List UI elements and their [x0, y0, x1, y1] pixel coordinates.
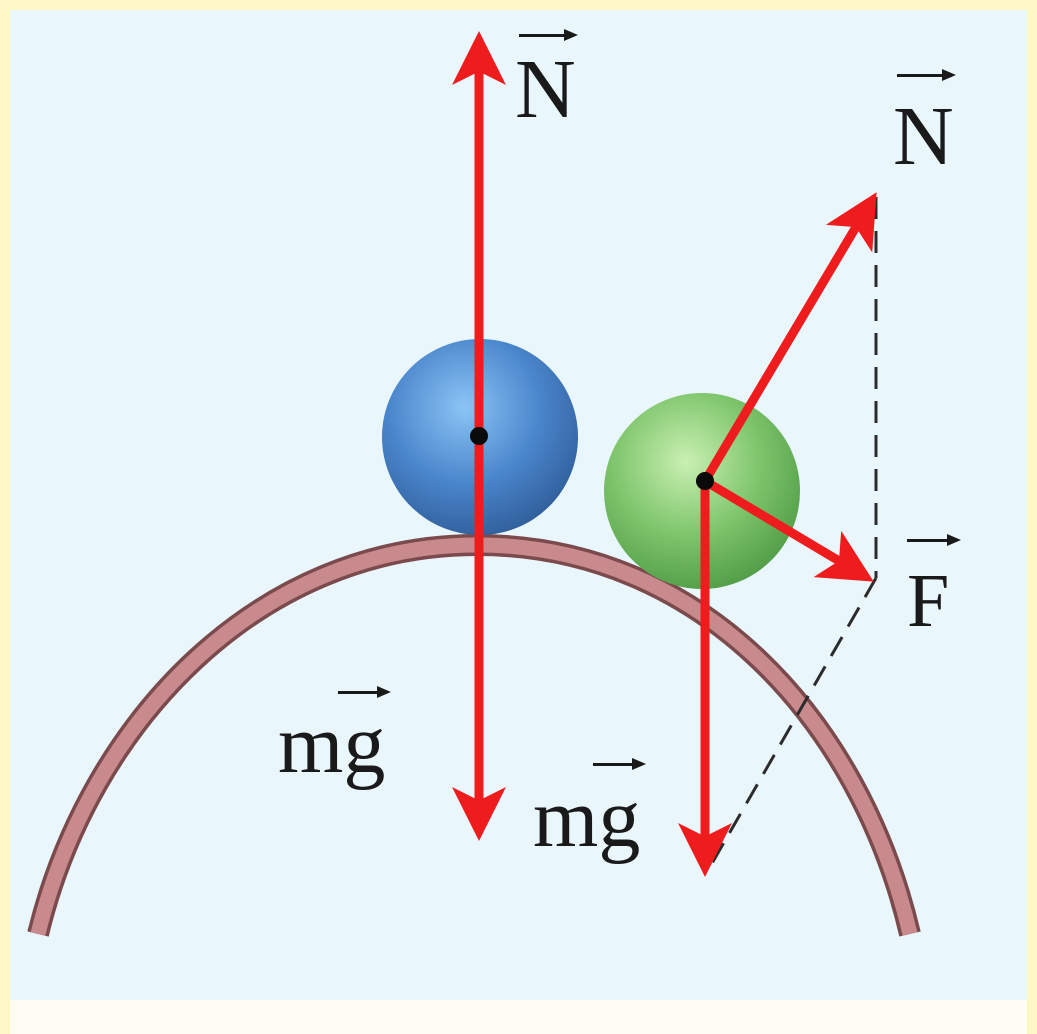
vector-arrow-icon: [519, 29, 578, 41]
weight-label-right-text: mg: [533, 772, 641, 865]
green-sphere-center: [696, 472, 714, 490]
normal-force-label-left: N: [515, 29, 578, 132]
weight-label-left-text: mg: [278, 698, 386, 791]
green-ball-forces: [678, 192, 877, 877]
dashed-line-diagonal: [705, 577, 878, 873]
resultant-force-arrow: [702, 477, 874, 582]
vector-arrow-icon: [907, 534, 962, 546]
blue-sphere-center: [470, 427, 488, 445]
bottom-margin: [10, 1000, 1027, 1034]
resultant-force-label: F: [907, 534, 962, 639]
resultant-force-label-text: F: [907, 559, 950, 643]
normal-force-label-left-text: N: [515, 43, 576, 136]
weight-label-left: mg: [278, 686, 392, 787]
dashed-construction-lines: [705, 197, 878, 873]
vector-arrow-icon: [338, 686, 392, 698]
normal-force-label-right: N: [893, 69, 956, 179]
vector-arrow-icon: [593, 758, 647, 770]
vector-arrow-icon: [897, 69, 956, 81]
weight-label-right: mg: [533, 758, 647, 861]
normal-force-arrow-right: [701, 192, 877, 484]
normal-force-label-right-text: N: [893, 90, 954, 183]
